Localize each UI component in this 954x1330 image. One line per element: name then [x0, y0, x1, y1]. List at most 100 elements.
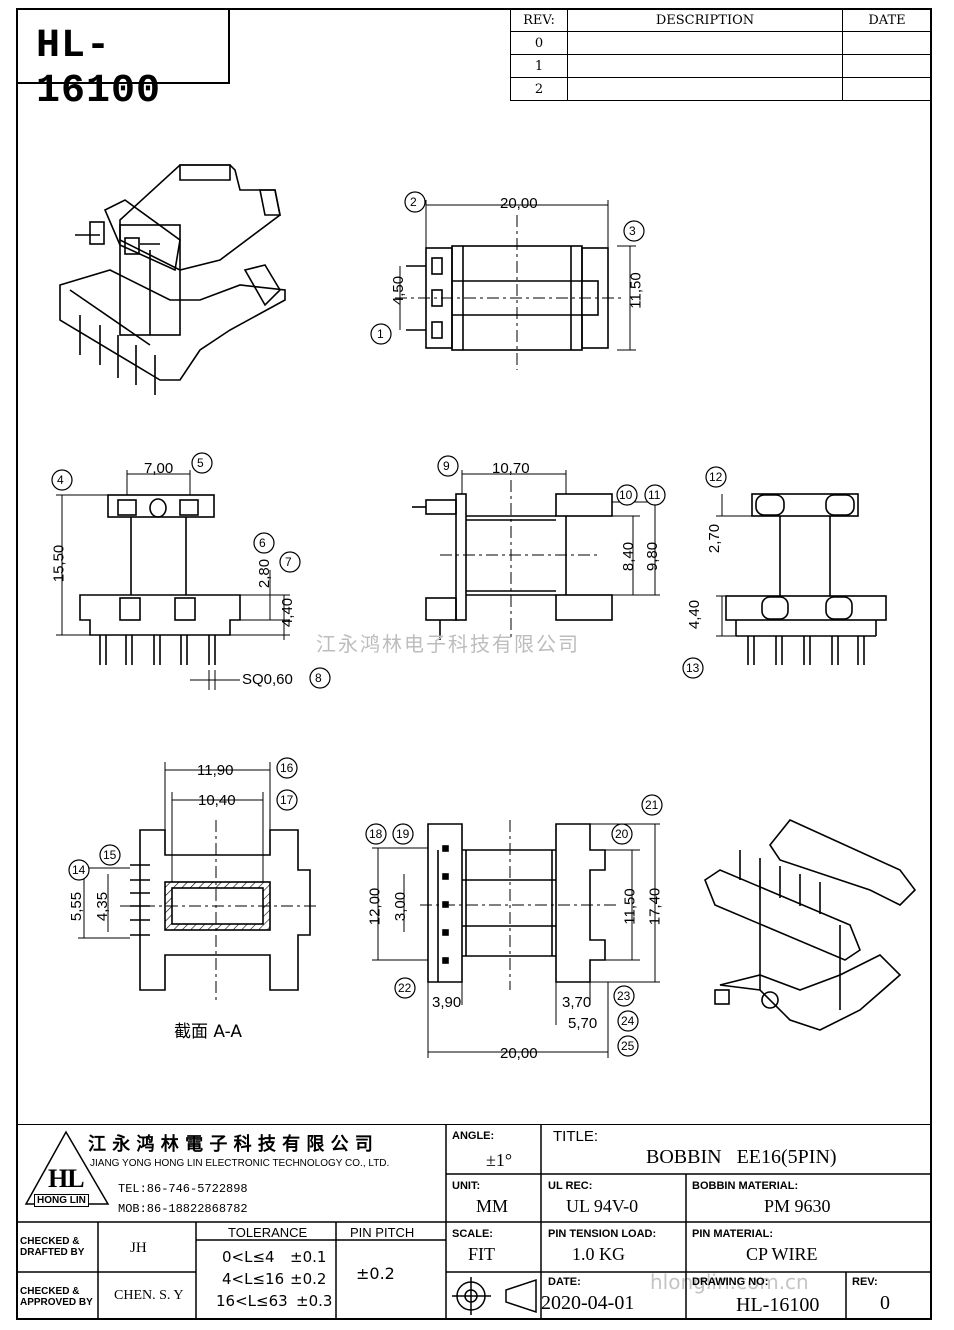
dim-bottom-right-b: 5,70 — [568, 1015, 598, 1032]
dim-top-pitch: 4,50 — [390, 275, 408, 306]
pin-pitch-value: ±0.2 — [356, 1264, 395, 1283]
dim-top-width: 20,00 — [500, 195, 538, 212]
scale-label: SCALE: — [452, 1228, 493, 1240]
rev-row-0: 0 — [510, 31, 568, 55]
callout-24: 24 — [621, 1014, 635, 1028]
dim-section-outer: 11,90 — [197, 762, 234, 779]
dim-front-pin-span: 7,00 — [144, 460, 174, 477]
section-label: 截面 A-A — [174, 1022, 243, 1042]
bottom-view — [372, 820, 660, 1058]
callout-3: 3 — [629, 224, 636, 238]
date-value: 2020-04-01 — [541, 1292, 635, 1314]
checked-drafted-label: CHECKED & DRAFTED BY — [20, 1236, 85, 1258]
title-value: BOBBIN EE16(5PIN) — [646, 1146, 837, 1168]
callout-11: 11 — [648, 488, 661, 502]
dim-bottom-pitch: 3,00 — [392, 891, 410, 922]
top-view — [395, 200, 636, 370]
dim-section-inner-h: 4,35 — [94, 891, 112, 922]
callout-7: 7 — [285, 555, 292, 569]
date-label: DATE: — [548, 1276, 581, 1288]
callout-12: 12 — [709, 470, 723, 484]
angle-label: ANGLE: — [452, 1130, 495, 1142]
pin-material-label: PIN MATERIAL: — [692, 1228, 774, 1240]
dim-bottom-right-a: 3,70 — [562, 994, 592, 1011]
watermark: 江永鸿林电子科技有限公司 — [316, 632, 580, 656]
tolerance-value-2: ±0.2 — [290, 1270, 327, 1288]
watermark-url: hlonglin.com.cn — [650, 1270, 809, 1294]
dim-section-inner: 10,40 — [198, 792, 236, 809]
tolerance-range-2: 4<L≤16 — [222, 1270, 285, 1288]
front-view — [56, 470, 290, 690]
callout-10: 10 — [619, 488, 633, 502]
callout-21: 21 — [645, 798, 659, 812]
checked-approved-value: CHEN. S. Y — [114, 1288, 184, 1303]
company-tel: TEL:86-746-5722898 — [118, 1182, 248, 1196]
dim-top-height: 11,50 — [627, 272, 645, 309]
ulrec-value: UL 94V-0 — [566, 1196, 639, 1216]
angle-value: ±1° — [486, 1150, 513, 1170]
callout-1: 1 — [377, 327, 384, 341]
end-view — [716, 493, 887, 665]
bobbin-material-label: BOBBIN MATERIAL: — [692, 1180, 799, 1192]
dim-bottom-pins: 12,00 — [366, 887, 384, 926]
callout-20: 20 — [615, 827, 629, 841]
dim-end-base: 4,40 — [686, 599, 704, 630]
callout-circles — [51, 191, 727, 1057]
callout-6: 6 — [259, 536, 266, 550]
company-logo: HL — [48, 1164, 85, 1193]
callout-19: 19 — [396, 827, 410, 841]
company-logo-sub: HONG LIN — [34, 1194, 89, 1207]
dim-section-outer-h: 5,55 — [68, 891, 86, 922]
callout-2: 2 — [410, 195, 417, 209]
rev-header: REV: — [510, 8, 568, 32]
revision-table: REV: DESCRIPTION DATE 0 1 2 — [510, 8, 932, 101]
drawing-frame — [16, 8, 932, 1320]
dim-front-height: 15,50 — [50, 544, 68, 583]
rev-label: REV: — [852, 1276, 878, 1288]
unit-label: UNIT: — [452, 1180, 481, 1192]
checked-approved-label: CHECKED & APPROVED BY — [20, 1286, 93, 1308]
dim-front-base: 4,40 — [279, 597, 297, 628]
callout-22: 22 — [398, 981, 412, 995]
title-label: TITLE: — [553, 1128, 599, 1145]
callout-13: 13 — [686, 661, 700, 675]
scale-value: FIT — [468, 1244, 495, 1264]
dim-bottom-height: 17,40 — [646, 887, 664, 926]
bobbin-material-value: PM 9630 — [764, 1196, 831, 1216]
tolerance-value-1: ±0.1 — [290, 1248, 327, 1266]
checked-drafted-value: JH — [130, 1240, 147, 1256]
unit-value: MM — [476, 1196, 509, 1216]
callout-18: 18 — [369, 827, 383, 841]
callout-9: 9 — [443, 459, 450, 473]
callout-8: 8 — [315, 671, 322, 685]
dim-bottom-core: 11,50 — [621, 888, 639, 925]
company-name-cn: 江 永 鸿 林 電 子 科 技 有 限 公 司 — [88, 1134, 373, 1155]
company-mob: MOB:86-18822868782 — [118, 1202, 248, 1216]
tolerance-label: TOLERANCE — [228, 1225, 308, 1240]
title-block: HL HONG LIN 江 永 鸿 林 電 子 科 技 有 限 公 司 JIAN… — [16, 1124, 932, 1320]
iso-view-bottom — [704, 819, 917, 1031]
dim-bottom-left: 3,90 — [432, 994, 462, 1011]
dim-bottom-width: 20,00 — [500, 1045, 538, 1062]
date-header: DATE — [842, 8, 932, 32]
company-name-en: JIANG YONG HONG LIN ELECTRONIC TECHNOLOG… — [90, 1158, 390, 1169]
dim-side-outer: 9,80 — [644, 541, 662, 572]
tolerance-value-3: ±0.3 — [296, 1292, 333, 1310]
callout-14: 14 — [72, 863, 86, 877]
title-block-grid — [16, 1124, 932, 1320]
pin-pitch-label: PIN PITCH — [350, 1225, 415, 1240]
callout-23: 23 — [617, 989, 631, 1003]
callout-25: 25 — [621, 1039, 635, 1053]
callout-17: 17 — [280, 793, 294, 807]
callout-16: 16 — [280, 761, 294, 775]
pin-material-value: CP WIRE — [746, 1244, 818, 1264]
dim-end-top: 2,70 — [706, 523, 724, 554]
callout-15: 15 — [103, 848, 117, 862]
tolerance-range-1: 0<L≤4 — [222, 1248, 275, 1266]
drawing-no-value: HL-16100 — [736, 1294, 820, 1316]
part-number: HL-16100 — [36, 24, 162, 114]
dim-front-flange: 2,80 — [256, 558, 274, 589]
iso-view-top — [59, 164, 286, 395]
dim-side-inner: 8,40 — [620, 541, 638, 572]
